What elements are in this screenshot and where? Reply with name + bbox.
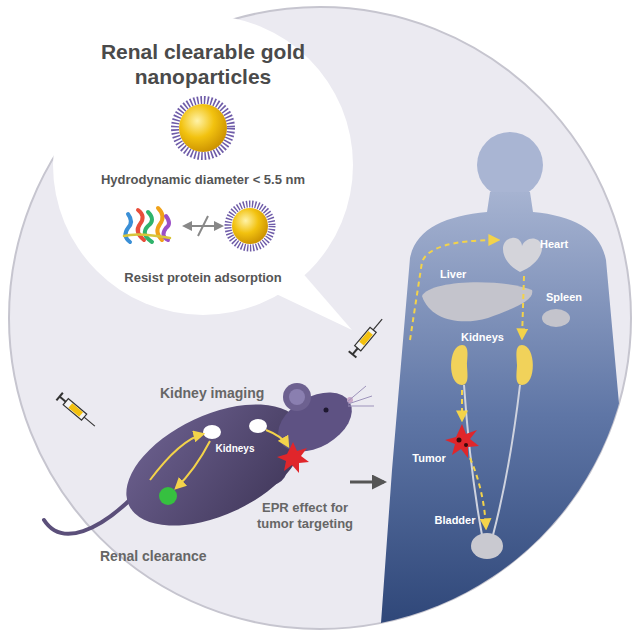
organ-label: Tumor	[408, 452, 450, 465]
organ-label: Spleen	[546, 291, 596, 304]
mouse-label: EPR effect for tumor targeting	[255, 500, 355, 531]
mouse-label: Kidney imaging	[160, 385, 280, 402]
organ-label: Kidneys	[455, 331, 510, 344]
organ-label: Bladder	[430, 514, 480, 527]
mouse-label: Renal clearance	[100, 548, 240, 565]
bubble-title: Renal clearable gold nanoparticles	[85, 39, 321, 89]
particle-size: Hydrodynamic diameter < 5.5 nm	[63, 172, 343, 188]
organ-label: Heart	[540, 238, 590, 251]
organ-label: Liver	[440, 268, 490, 281]
organ-label: Kidneys	[205, 443, 265, 455]
speech-bubble: Renal clearable gold nanoparticlesHydrod…	[53, 15, 353, 315]
protein-note: Resist protein adsorption	[63, 270, 343, 286]
